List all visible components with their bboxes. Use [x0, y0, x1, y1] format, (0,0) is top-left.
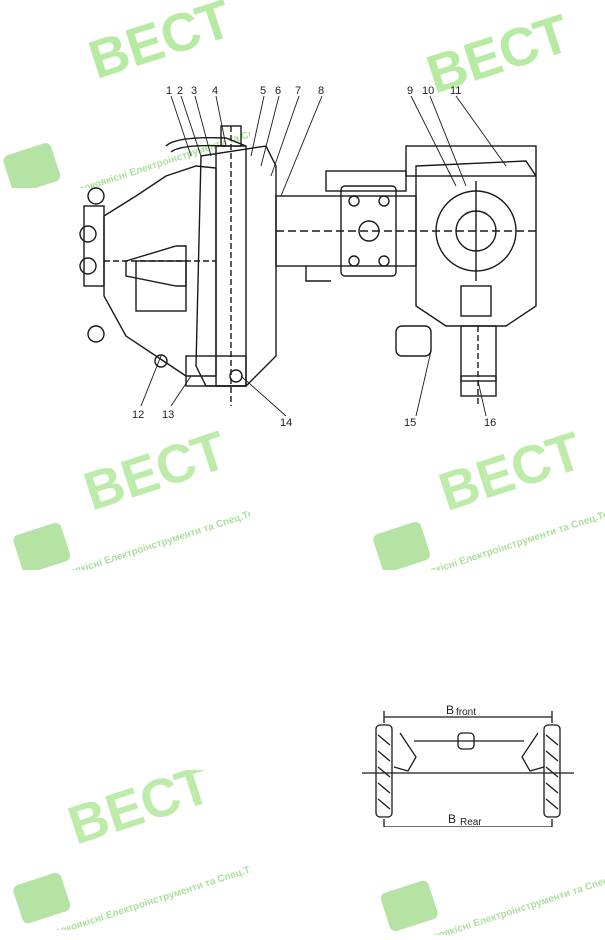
front-track-sub: front — [456, 707, 476, 718]
watermark-brand: ВЕСТ — [432, 430, 589, 523]
watermark-middle-left: ВЕСТ Високоякісні Електроінструменти та … — [0, 430, 250, 570]
tractor-icon — [3, 143, 61, 188]
axle-cross-section-drawing: 1 2 3 4 5 6 7 8 9 10 11 12 13 14 15 16 — [66, 85, 562, 432]
callout-5: 5 — [260, 86, 266, 97]
callout-14: 14 — [280, 417, 292, 429]
rear-track-sub: Rear — [460, 817, 482, 827]
watermark-bottom-right: Високоякісні Електроінструменти та Спец.… — [370, 800, 605, 940]
kingpin-housing — [195, 145, 277, 387]
tractor-icon — [373, 521, 431, 570]
front-track-label: B — [446, 703, 454, 717]
callout-11: 11 — [450, 86, 461, 97]
mount-bracket — [340, 185, 397, 277]
callout-12: 12 — [132, 409, 144, 421]
watermark-tagline: Високоякісні Електроінструменти та Спец.… — [41, 855, 250, 930]
watermark-brand: ВЕСТ — [61, 770, 218, 856]
wheel-track-diagram: B front B Rear — [362, 701, 582, 828]
watermark-tagline: Високоякісні Електроінструменти та Спец.… — [409, 863, 605, 935]
axle-svg: 1 2 3 4 5 6 7 8 9 10 11 12 13 14 15 16 — [79, 85, 537, 429]
callout-15: 15 — [404, 417, 416, 429]
left-wheel — [375, 724, 393, 818]
differential-housing — [415, 160, 537, 327]
watermark-brand: ВЕСТ — [77, 430, 234, 522]
callout-16: 16 — [484, 417, 496, 429]
input-flange — [395, 325, 432, 357]
tractor-icon — [13, 522, 71, 570]
watermark-top-left: ВЕСТ — [0, 0, 250, 140]
callout-8: 8 — [318, 86, 324, 97]
callout-13: 13 — [162, 409, 174, 421]
callout-1: 1 — [166, 86, 172, 97]
callout-4: 4 — [212, 86, 218, 97]
watermark-tagline: Високоякісні Електроінструменти та Спец.… — [40, 500, 250, 570]
tractor-icon — [13, 872, 71, 924]
watermark-bottom-left: ВЕСТ Високоякісні Електроінструменти та … — [0, 770, 250, 930]
watermark-top-right: ВЕСТ — [380, 0, 605, 140]
axle-tube — [275, 195, 417, 267]
callout-9: 9 — [407, 86, 413, 97]
rear-track-label: B — [448, 812, 456, 826]
callout-10: 10 — [422, 86, 434, 97]
callout-6: 6 — [275, 86, 281, 97]
watermark-top-mid: Високоякісні Електроінструменти та Спец.… — [0, 88, 250, 228]
right-wheel — [543, 724, 561, 818]
callout-3: 3 — [191, 86, 197, 97]
callout-7: 7 — [295, 86, 301, 97]
callout-2: 2 — [177, 86, 183, 97]
final-drive-housing — [103, 165, 217, 377]
watermark-middle-right: ВЕСТ Високоякісні Електроінструменти та … — [360, 430, 605, 570]
tractor-icon — [380, 880, 438, 932]
watermark-brand: ВЕСТ — [82, 0, 239, 91]
